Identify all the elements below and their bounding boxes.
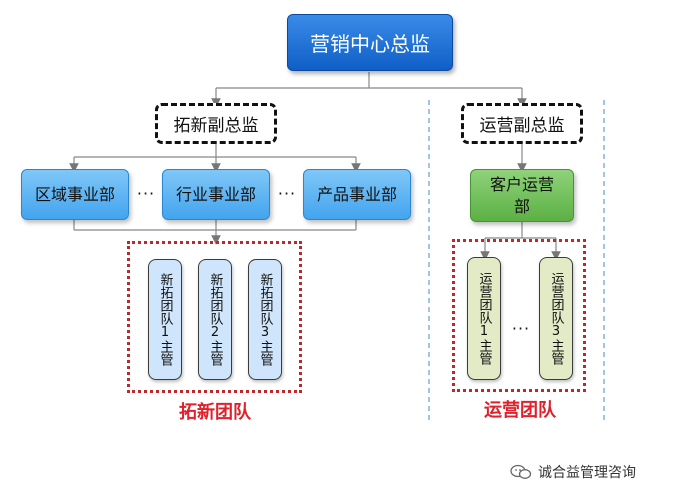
product-division: 产品事业部 — [303, 169, 411, 220]
manager-label: 新拓团队3主管 — [257, 273, 273, 366]
expansion-team-2-manager: 新拓团队2主管 — [198, 259, 232, 380]
manager-label: 运营团队1主管 — [476, 272, 492, 365]
manager-label: 新拓团队1主管 — [157, 273, 173, 366]
expansion-team-frame — [127, 241, 302, 393]
expansion-team-3-manager: 新拓团队3主管 — [248, 259, 282, 380]
industry-division: 行业事业部 — [162, 169, 270, 220]
ellipsis: ··· — [136, 183, 156, 203]
vp-operations: 运营副总监 — [461, 103, 583, 144]
wechat-icon — [510, 464, 532, 480]
operations-team-label: 运营团队 — [484, 400, 556, 421]
operations-team-3-manager: 运营团队3主管 — [539, 257, 573, 380]
expansion-team-label: 拓新团队 — [179, 402, 251, 423]
vp-expansion: 拓新副总监 — [155, 103, 277, 144]
ellipsis: ··· — [277, 183, 297, 203]
regional-division: 区域事业部 — [21, 169, 129, 220]
watermark: 诚合益管理咨询 — [510, 460, 670, 484]
expansion-team-1-manager: 新拓团队1主管 — [148, 259, 182, 380]
manager-label: 运营团队3主管 — [548, 272, 564, 365]
ellipsis: ··· — [511, 318, 531, 338]
operations-team-1-manager: 运营团队1主管 — [467, 257, 501, 380]
customer-operations-department: 客户运营部 — [470, 169, 574, 222]
manager-label: 新拓团队2主管 — [207, 273, 223, 366]
watermark-text: 诚合益管理咨询 — [538, 465, 636, 481]
marketing-center-director: 营销中心总监 — [287, 14, 453, 71]
operations-team-frame — [452, 239, 586, 392]
